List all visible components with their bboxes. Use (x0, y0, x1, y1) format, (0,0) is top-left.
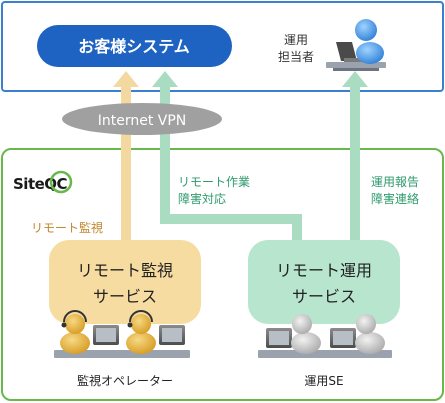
monitoring-service-label-1: リモート監視 (77, 261, 173, 280)
remote-monitoring-label: リモート監視 (31, 220, 103, 235)
monitoring-operator-icon (120, 310, 190, 358)
monitoring-operator-icon (54, 310, 124, 358)
monitoring-service-box (49, 240, 201, 324)
customer-system-pill (37, 25, 232, 67)
siteqc-logo-text: SiteQC (13, 175, 68, 193)
ops-report-label-2: 障害連絡 (371, 191, 419, 206)
internet-vpn-label: Internet VPN (98, 113, 187, 129)
internet-vpn-ellipse (62, 103, 222, 135)
ops-staff-label-2: 担当者 (278, 50, 314, 64)
monitoring-arrow (113, 71, 139, 266)
ops-service-label-1: リモート運用 (276, 261, 372, 280)
ops-staff-person-icon (326, 19, 386, 71)
ops-staff-label-1: 運用 (284, 33, 308, 47)
ops-se-icon (258, 314, 328, 358)
siteqc-logo: SiteQC (13, 170, 73, 194)
monitoring-operator-label: 監視オペレーター (77, 373, 173, 388)
remote-work-label-1: リモート作業 (178, 175, 250, 189)
remote-work-arrow (152, 71, 302, 254)
remote-work-label-2: 障害対応 (178, 191, 226, 206)
ops-se-label: 運用SE (304, 374, 343, 388)
monitoring-service-label-2: サービス (93, 287, 157, 306)
customer-system-label: お客様システム (78, 37, 190, 56)
ops-se-icon (322, 314, 392, 358)
ops-service-label-2: サービス (292, 287, 356, 306)
ops-report-arrow (342, 71, 368, 246)
ops-report-label-1: 運用報告 (371, 175, 419, 189)
ops-service-box (248, 240, 400, 324)
